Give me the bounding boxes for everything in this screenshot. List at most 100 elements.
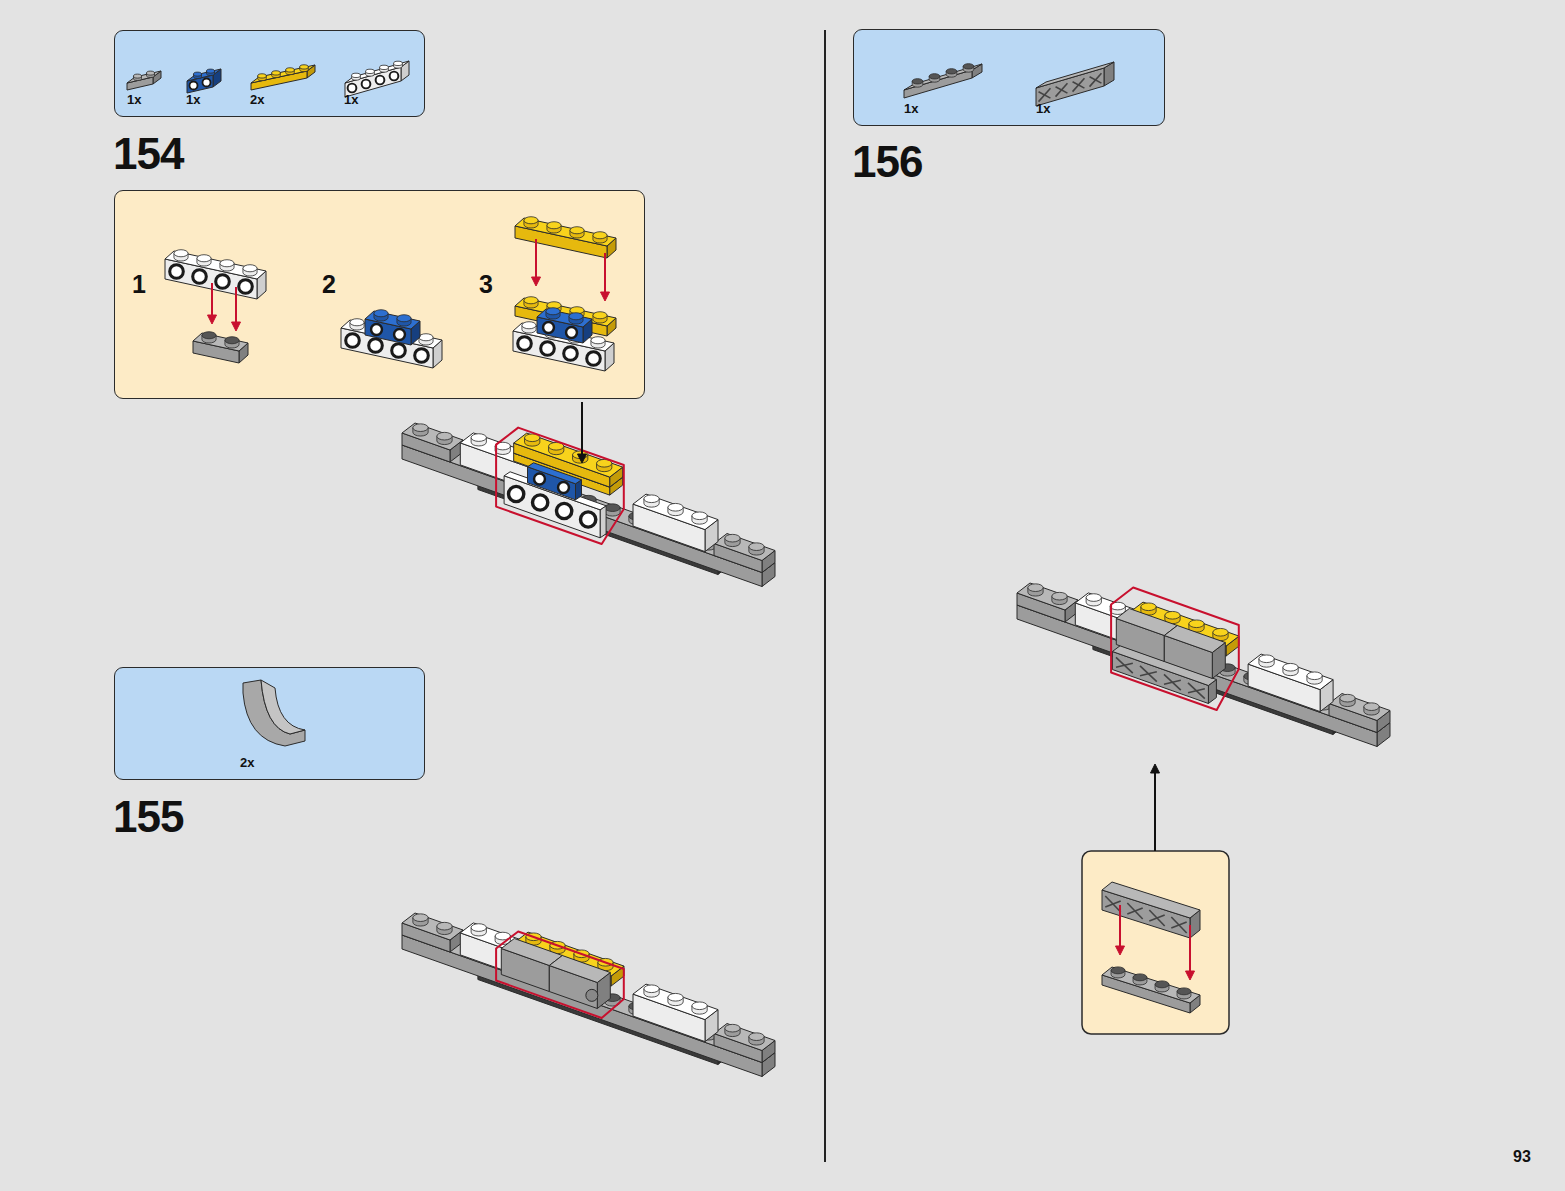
illustration-shape <box>402 423 463 450</box>
illustration-shape <box>419 334 433 341</box>
illustration-shape <box>1171 917 1186 933</box>
illustration-shape <box>586 989 598 1001</box>
illustration-shape <box>1056 83 1068 96</box>
illustration-shape <box>633 494 718 529</box>
illustration-shape <box>912 79 923 84</box>
illustration-shape <box>1165 611 1180 619</box>
substep-number: 1 <box>132 272 146 297</box>
illustration-shape <box>437 922 452 930</box>
illustration-shape <box>127 71 161 83</box>
illustration-shape <box>501 939 562 966</box>
illustration-shape <box>220 260 234 267</box>
illustration-shape <box>380 65 389 69</box>
illustration-shape <box>243 265 257 272</box>
illustration-shape <box>1248 654 1333 690</box>
illustration-shape <box>402 913 463 940</box>
illustration-shape <box>193 270 207 284</box>
illustration-shape <box>946 69 957 74</box>
quantity-label: 1x <box>344 93 358 106</box>
illustration-shape <box>578 454 587 463</box>
illustration-shape <box>376 76 385 85</box>
page-number: 93 <box>1513 1149 1531 1165</box>
illustration-shape <box>1164 674 1181 690</box>
parts-list-box: 1x1x <box>853 29 1165 126</box>
illustration-shape <box>189 81 197 89</box>
illustration-shape <box>394 61 403 65</box>
illustration-shape <box>202 78 210 86</box>
illustration-shape <box>1116 663 1133 667</box>
illustration-shape <box>1164 680 1181 684</box>
illustration-shape <box>251 65 315 83</box>
illustration-shape <box>232 322 241 331</box>
part-illustration <box>854 30 1166 127</box>
illustration-shape <box>286 68 295 72</box>
illustration-shape <box>371 324 382 335</box>
illustration-shape <box>261 680 305 734</box>
illustration-shape <box>251 71 307 90</box>
illustration-shape <box>1188 689 1205 693</box>
illustration-shape <box>509 486 524 501</box>
illustration-shape <box>1119 905 1121 946</box>
illustration-shape <box>1127 903 1142 919</box>
illustration-shape <box>206 69 214 73</box>
illustration-shape <box>127 77 153 90</box>
illustration-shape <box>1093 642 1333 735</box>
substep-number: 2 <box>322 272 336 297</box>
illustration-shape <box>133 74 141 78</box>
illustration-shape <box>1140 666 1157 682</box>
illustration-shape <box>402 925 775 1063</box>
illustration-shape <box>258 74 267 78</box>
quantity-label: 2x <box>240 756 254 769</box>
illustration-shape <box>1073 78 1085 91</box>
illustration-shape <box>1105 896 1120 912</box>
illustration-shape <box>348 84 357 93</box>
illustration-shape <box>1127 908 1142 914</box>
illustration-shape <box>197 255 211 262</box>
illustration-shape <box>225 337 239 344</box>
illustration-shape <box>415 349 429 363</box>
illustration-shape <box>522 322 536 329</box>
step-number: 154 <box>113 132 183 176</box>
illustration-shape <box>362 80 371 89</box>
illustration-shape <box>496 932 624 1019</box>
illustration-shape <box>211 283 213 315</box>
illustration-shape <box>518 337 532 351</box>
illustration-shape <box>535 239 537 277</box>
illustration-shape <box>1116 946 1125 955</box>
illustration-shape <box>413 914 428 922</box>
illustration-shape <box>1140 672 1157 676</box>
illustration-shape <box>1111 588 1239 711</box>
illustration-shape <box>566 327 577 338</box>
illustration-shape <box>1213 628 1228 636</box>
illustration-shape <box>593 312 607 319</box>
quantity-label: 1x <box>1036 102 1050 115</box>
illustration-shape <box>904 64 982 90</box>
illustration-shape <box>1186 971 1195 980</box>
illustration-shape <box>1017 583 1078 610</box>
illustration-shape <box>549 956 610 983</box>
substep-callout: 1 2 3 <box>114 190 645 399</box>
illustration-shape <box>749 1033 764 1041</box>
illustration-shape <box>1329 694 1390 721</box>
illustration-shape <box>581 512 596 527</box>
illustration-shape <box>243 680 305 746</box>
illustration-shape <box>374 310 388 317</box>
illustration-shape <box>644 985 659 993</box>
illustration-shape <box>591 337 605 344</box>
illustration-shape <box>692 512 707 520</box>
parts-list-box: 1x1x2x1x <box>114 30 425 117</box>
illustration-shape <box>165 217 616 371</box>
illustration-shape <box>557 503 572 518</box>
illustration-shape <box>1340 694 1355 702</box>
illustration-shape <box>1017 595 1390 733</box>
illustration-shape <box>1036 68 1104 106</box>
illustration-shape <box>402 913 775 1077</box>
substep-number: 3 <box>479 272 493 297</box>
illustration-shape <box>1133 974 1147 981</box>
illustration-shape <box>1028 584 1043 592</box>
illustration-shape <box>471 924 486 932</box>
illustration-shape <box>1036 62 1114 88</box>
illustration-shape <box>570 227 584 234</box>
illustration-shape <box>1189 925 1191 971</box>
illustration-shape <box>1283 663 1298 671</box>
